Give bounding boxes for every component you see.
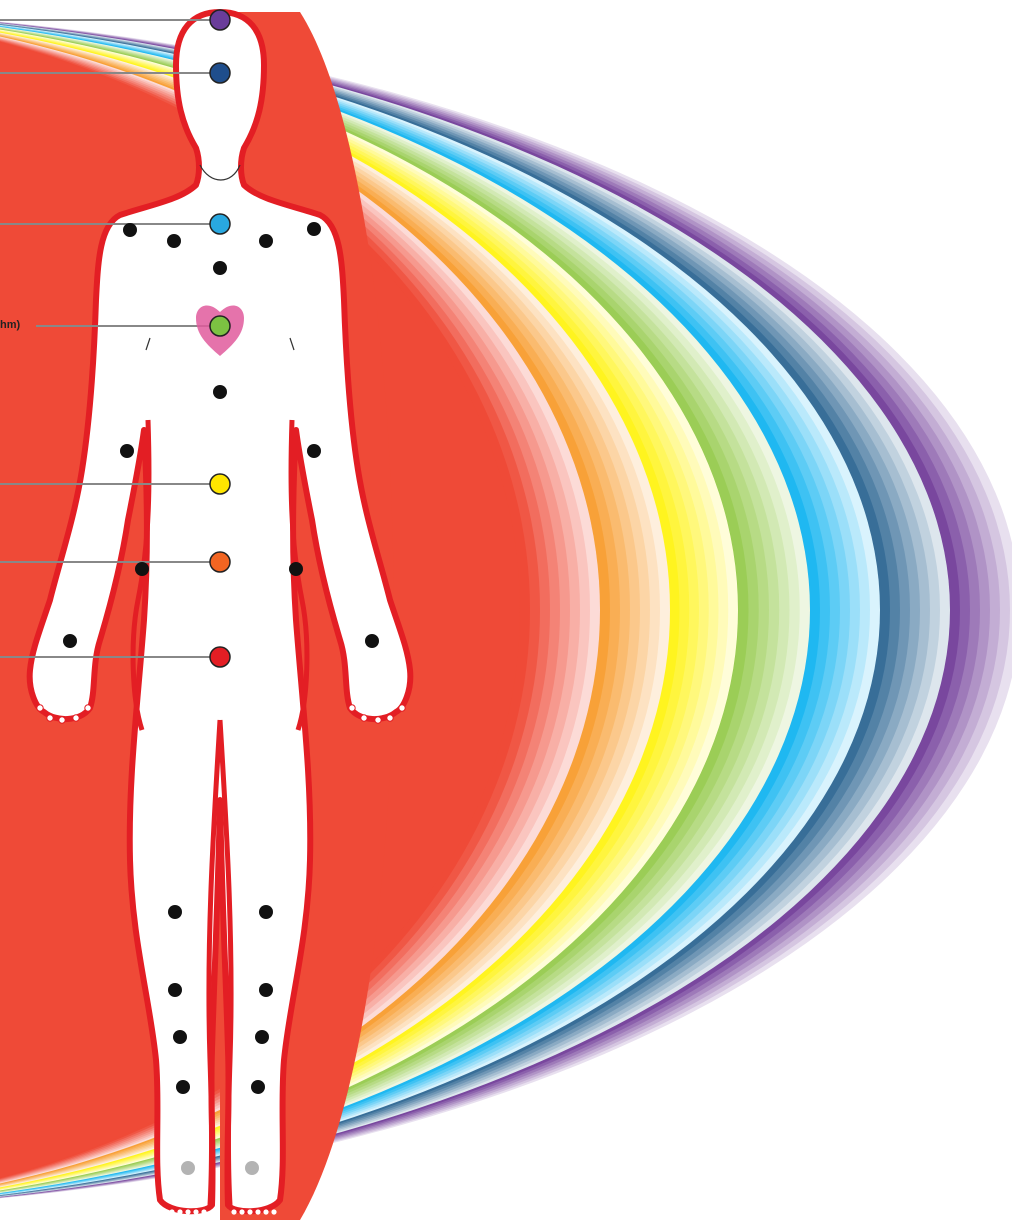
toe-dot bbox=[255, 1209, 260, 1214]
minor-energy-point bbox=[259, 983, 273, 997]
minor-energy-point bbox=[168, 983, 182, 997]
minor-energy-point bbox=[255, 1030, 269, 1044]
minor-energy-point bbox=[173, 1030, 187, 1044]
minor-energy-point bbox=[168, 905, 182, 919]
toe-dot bbox=[185, 1209, 190, 1214]
fingertip-dot bbox=[375, 717, 381, 723]
foot-energy-point bbox=[181, 1161, 195, 1175]
minor-energy-point bbox=[123, 223, 137, 237]
toe-dot bbox=[201, 1209, 206, 1214]
minor-energy-point bbox=[213, 261, 227, 275]
fingertip-dot bbox=[399, 705, 405, 711]
toe-dot bbox=[271, 1209, 276, 1214]
solar-plexus-chakra bbox=[210, 474, 230, 494]
minor-energy-point bbox=[213, 385, 227, 399]
sacral-chakra bbox=[210, 552, 230, 572]
fingertip-dot bbox=[73, 715, 79, 721]
heart-chakra-label: hm) bbox=[0, 319, 21, 331]
toe-dot bbox=[177, 1209, 182, 1214]
fingertip-dot bbox=[37, 705, 43, 711]
toe-dot bbox=[247, 1209, 252, 1214]
toe-dot bbox=[193, 1209, 198, 1214]
minor-energy-point bbox=[259, 234, 273, 248]
fingertip-dot bbox=[349, 705, 355, 711]
minor-energy-point bbox=[63, 634, 77, 648]
fingertip-dot bbox=[85, 705, 91, 711]
toe-dot bbox=[161, 1209, 166, 1214]
minor-energy-point bbox=[307, 444, 321, 458]
minor-energy-point bbox=[365, 634, 379, 648]
root-chakra bbox=[210, 647, 230, 667]
minor-energy-point bbox=[251, 1080, 265, 1094]
minor-energy-point bbox=[135, 562, 149, 576]
heart-chakra bbox=[210, 316, 230, 336]
minor-energy-point bbox=[167, 234, 181, 248]
throat-chakra bbox=[210, 214, 230, 234]
minor-energy-point bbox=[259, 905, 273, 919]
toe-dot bbox=[231, 1209, 236, 1214]
third-eye-chakra bbox=[210, 63, 230, 83]
fingertip-dot bbox=[59, 717, 65, 723]
foot-energy-point bbox=[245, 1161, 259, 1175]
crown-chakra bbox=[210, 10, 230, 30]
toe-dot bbox=[239, 1209, 244, 1214]
toe-dot bbox=[169, 1209, 174, 1214]
minor-energy-point bbox=[307, 222, 321, 236]
fingertip-dot bbox=[361, 715, 367, 721]
fingertip-dot bbox=[47, 715, 53, 721]
minor-energy-point bbox=[289, 562, 303, 576]
fingertip-dot bbox=[387, 715, 393, 721]
minor-energy-point bbox=[176, 1080, 190, 1094]
toe-dot bbox=[263, 1209, 268, 1214]
minor-energy-point bbox=[120, 444, 134, 458]
